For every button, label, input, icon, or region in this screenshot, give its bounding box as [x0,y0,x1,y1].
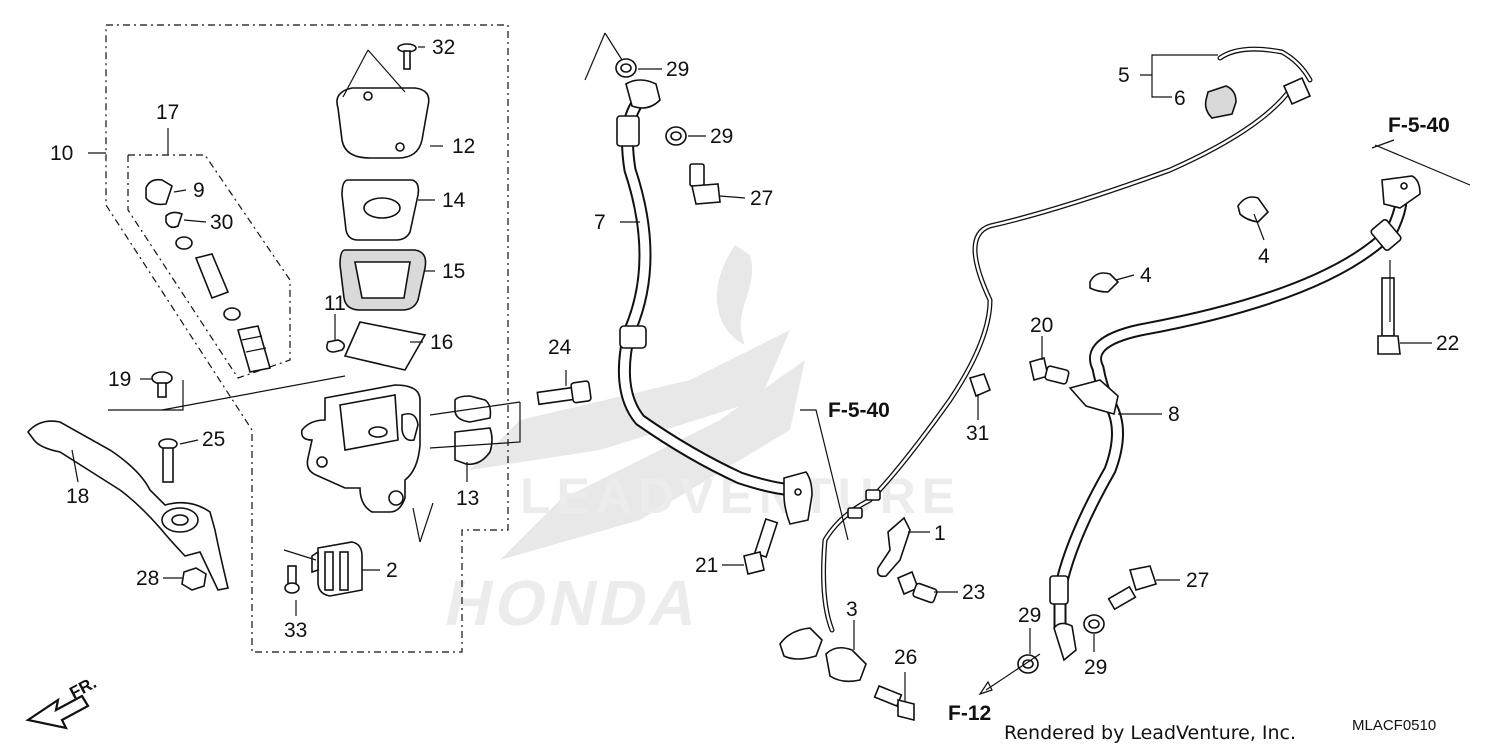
callout-31: 31 [966,422,989,445]
callout-1: 1 [934,522,946,545]
front-direction-arrow: FR. [25,673,100,730]
oil-bolt-27-upper [689,163,721,205]
assembly-frame-10 [105,24,509,653]
leader-lines [71,32,1471,702]
pivot-nut-28 [181,567,207,591]
oil-bolt-27-lower [1107,565,1158,611]
bolt-21 [743,518,779,575]
pivot-bolt-25 [158,438,178,483]
callout-28: 28 [136,567,159,590]
hose-clip-4-lower [1089,272,1120,293]
cap-screw-32 [397,43,417,70]
callout-20: 20 [1030,314,1053,337]
bracket-1 [876,516,911,578]
rendered-by: Rendered by LeadVenture, Inc. [1004,722,1296,744]
callout-10: 10 [50,142,73,165]
callout-29d: 29 [1084,656,1107,679]
holder-bolt-24 [536,380,592,406]
piston-kit-frame-17 [127,154,291,379]
callout-30: 30 [210,211,233,234]
abs-sensor-wire-3 [779,46,1313,683]
bolt-23 [896,570,938,604]
callout-5: 5 [1118,64,1130,87]
lever-pivot-screw-19 [151,371,173,398]
float-16 [343,321,427,371]
callout-27b: 27 [1186,569,1209,592]
grommet-31 [968,373,992,398]
callout-21: 21 [695,554,718,577]
bolt-22 [1377,277,1401,355]
callout-16: 16 [430,331,453,354]
callout-9: 9 [193,179,205,202]
ref-f-12[interactable]: F-12 [948,702,991,725]
direction-label: FR. [66,673,99,703]
bolt-26 [873,684,915,722]
callout-29a: 29 [666,58,689,81]
master-cylinder-body [300,384,421,513]
clip-11 [326,339,346,353]
callout-2: 2 [386,559,398,582]
sealing-washers-29 [615,58,1105,674]
callout-8: 8 [1168,403,1180,426]
callout-23: 23 [962,581,985,604]
callout-27a: 27 [750,187,773,210]
callout-25: 25 [202,428,225,451]
callout-6: 6 [1174,87,1186,110]
piston-kit-17 [145,178,272,373]
callout-29c: 29 [1018,604,1041,627]
callout-7: 7 [594,211,606,234]
callout-24: 24 [548,336,572,359]
callout-18: 18 [66,485,89,508]
callout-26: 26 [894,646,917,669]
callout-4b: 4 [1140,264,1152,287]
callout-12: 12 [452,135,475,158]
brake-hose-8 [1049,175,1421,662]
callout-19: 19 [108,368,131,391]
callout-15: 15 [442,260,465,283]
connector-6 [1204,85,1237,119]
callout-14: 14 [442,189,466,212]
callout-4a: 4 [1258,245,1270,268]
reference-labels: F-5-40 F-5-40 F-12 [828,114,1450,725]
footer: Rendered by LeadVenture, Inc. MLACF0510 [1004,717,1436,744]
bolt-20 [1029,356,1070,385]
hose-clip-4-upper [1237,196,1270,223]
callout-22: 22 [1436,332,1459,355]
diaphragm-15 [339,249,427,311]
callout-33: 33 [284,619,307,642]
reservoir-cap-12 [336,87,430,159]
holder-13 [454,395,493,466]
callout-11: 11 [324,292,346,315]
brake-switch-2 [311,541,363,597]
callout-labels: 1 2 3 4 4 5 6 7 8 9 10 11 12 13 14 15 16… [50,36,1459,679]
watermark-brand: HONDA [439,567,709,639]
ref-f-5-40-right[interactable]: F-5-40 [1388,114,1450,137]
callout-3: 3 [846,598,858,621]
ref-f-5-40-center[interactable]: F-5-40 [828,399,890,422]
callout-29b: 29 [710,125,733,148]
callout-13: 13 [456,487,479,510]
diagram-code: MLACF0510 [1352,717,1436,734]
brake-lever-18 [26,420,229,591]
brake-hose-7 [616,79,813,525]
watermark: LEADVENTURE HONDA [439,245,955,639]
switch-screw-33 [284,565,300,594]
callout-17: 17 [156,101,179,124]
callout-32: 32 [432,36,455,59]
diaphragm-plate-14 [341,179,420,241]
